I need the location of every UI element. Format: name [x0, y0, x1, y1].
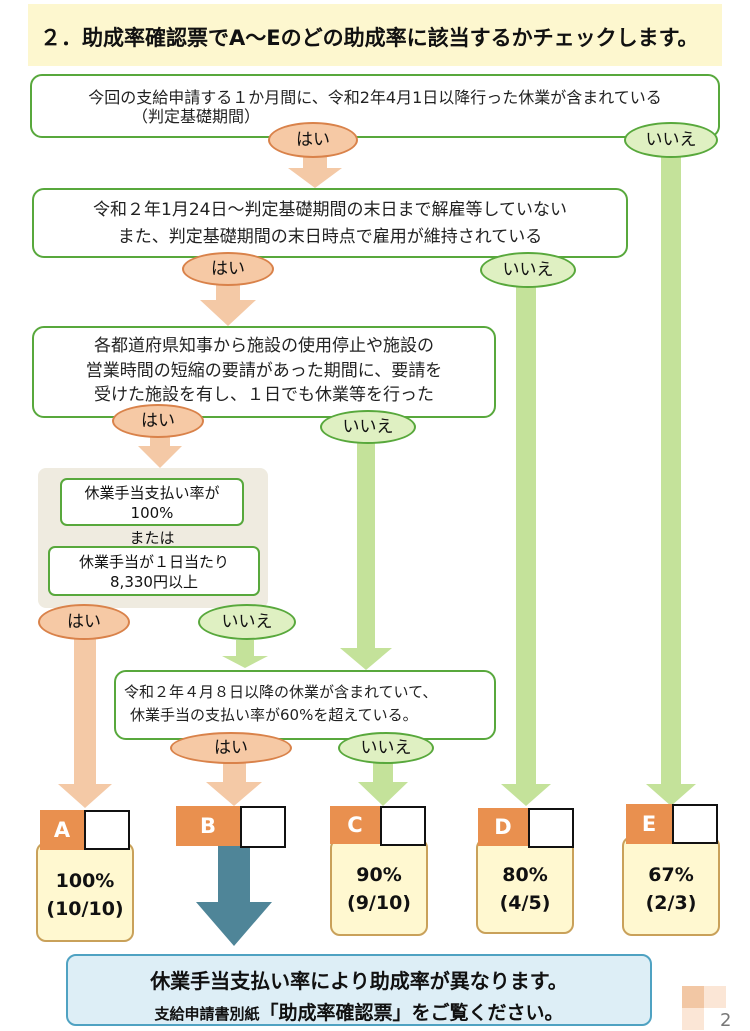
arrow-q2-no — [501, 276, 551, 806]
result-c-checkbox[interactable] — [380, 806, 426, 846]
banner-line2-prefix: 支給申請書別紙 — [154, 1005, 260, 1023]
arrow-q5-no — [358, 756, 408, 806]
title-bar — [28, 4, 722, 66]
question-1-line2: （判定基礎期間） — [132, 107, 261, 127]
result-d-label: D — [478, 808, 528, 846]
question-4-box1: 休業手当支払い率が 100% — [60, 478, 244, 526]
q3-yes-pill: はい — [112, 404, 204, 438]
decor-square-1 — [682, 986, 704, 1008]
arrow-b-down — [196, 846, 272, 946]
question-5-line2: 休業手当の支払い率が60%を超えている。 — [130, 705, 418, 724]
arrow-q5-yes — [206, 756, 262, 806]
result-d-rate: 80% — [502, 864, 548, 886]
question-4-box1-line1: 休業手当支払い率が — [84, 484, 220, 502]
page-number: 2 — [720, 1010, 732, 1031]
decor-square-3 — [682, 1008, 704, 1030]
result-b-label: B — [176, 806, 240, 846]
result-d-checkbox[interactable] — [528, 808, 574, 848]
decor-square-2 — [704, 986, 726, 1008]
banner-line2: 支給申請書別紙「助成率確認票」をご覧ください。 — [68, 998, 650, 1025]
result-a-checkbox[interactable] — [84, 810, 130, 850]
result-a-fraction: (10/10) — [46, 897, 124, 920]
arrow-q3-yes — [138, 432, 182, 468]
banner-line2-main: 「助成率確認票」をご覧ください。 — [259, 1002, 564, 1024]
page-title: ２．助成率確認票でA～Eのどの助成率に該当するかチェックします。 — [40, 26, 699, 50]
arrow-q1-no — [646, 150, 696, 806]
result-a-rate: 100% — [55, 870, 115, 892]
q3-no-pill: いいえ — [320, 410, 416, 444]
question-3-line3: 受けた施設を有し、１日でも休業等を行った — [94, 385, 434, 406]
arrow-q1-yes — [288, 152, 342, 188]
arrow-q3-no — [340, 440, 392, 670]
q4-yes-pill: はい — [38, 604, 130, 640]
question-1-line1: 今回の支給申請する１か月間に、令和2年4月1日以降行った休業が含まれている — [88, 88, 662, 107]
question-3-line2: 営業時間の短縮の要請があった期間に、要請を — [85, 360, 443, 381]
question-4-box2-line2: 8,330円以上 — [110, 573, 198, 592]
q4-no-pill: いいえ — [198, 604, 296, 640]
arrow-q2-yes — [200, 280, 256, 326]
question-4-box1-line2: 100% — [130, 504, 174, 523]
arrow-q4-no — [222, 640, 268, 668]
result-c-fraction: (9/10) — [347, 891, 411, 914]
question-3-box: 各都道府県知事から施設の使用停止や施設の 営業時間の短縮の要請があった期間に、要… — [32, 326, 496, 418]
result-a-label: A — [40, 810, 84, 850]
question-2-line2: また、判定基礎期間の末日時点で雇用が維持されている — [117, 227, 543, 248]
q2-no-pill: いいえ — [480, 252, 576, 288]
result-c-rate: 90% — [356, 864, 402, 886]
info-banner: 休業手当支払い率により助成率が異なります。 支給申請書別紙「助成率確認票」をご覧… — [66, 954, 652, 1026]
arrow-q4-yes — [58, 636, 112, 808]
q2-yes-pill: はい — [182, 252, 274, 286]
question-4-box2: 休業手当が１日当たり 8,330円以上 — [48, 546, 260, 596]
question-3-line1: 各都道府県知事から施設の使用停止や施設の — [94, 336, 434, 356]
result-c-card: 90% (9/10) — [330, 838, 428, 936]
result-e-fraction: (2/3) — [645, 891, 697, 914]
question-2-line1: 令和２年1月24日～判定基礎期間の末日まで解雇等していない — [93, 200, 567, 220]
question-4-box2-line1: 休業手当が１日当たり — [78, 553, 229, 571]
result-b-checkbox[interactable] — [240, 806, 286, 848]
q1-yes-pill: はい — [268, 122, 358, 158]
question-2-box: 令和２年1月24日～判定基礎期間の末日まで解雇等していない また、判定基礎期間の… — [32, 188, 628, 258]
result-e-card: 67% (2/3) — [622, 836, 720, 936]
question-5-box: 令和２年４月８日以降の休業が含まれていて、 休業手当の支払い率が60%を超えてい… — [114, 670, 496, 740]
result-d-card: 80% (4/5) — [476, 838, 574, 934]
question-1-box: 今回の支給申請する１か月間に、令和2年4月1日以降行った休業が含まれている （判… — [30, 74, 720, 138]
question-4-or-text: または — [129, 529, 175, 547]
result-c-label: C — [330, 806, 380, 844]
result-e-rate: 67% — [648, 864, 694, 886]
q5-no-pill: いいえ — [338, 732, 434, 764]
q5-yes-pill: はい — [170, 732, 292, 764]
q1-no-pill: いいえ — [624, 122, 718, 158]
result-d-fraction: (4/5) — [499, 891, 551, 914]
banner-line1: 休業手当支払い率により助成率が異なります。 — [150, 969, 568, 993]
result-e-checkbox[interactable] — [672, 804, 718, 844]
question-5-line1: 令和２年４月８日以降の休業が含まれていて、 — [124, 683, 438, 701]
result-e-label: E — [626, 804, 672, 844]
result-a-card: 100% (10/10) — [36, 842, 134, 942]
